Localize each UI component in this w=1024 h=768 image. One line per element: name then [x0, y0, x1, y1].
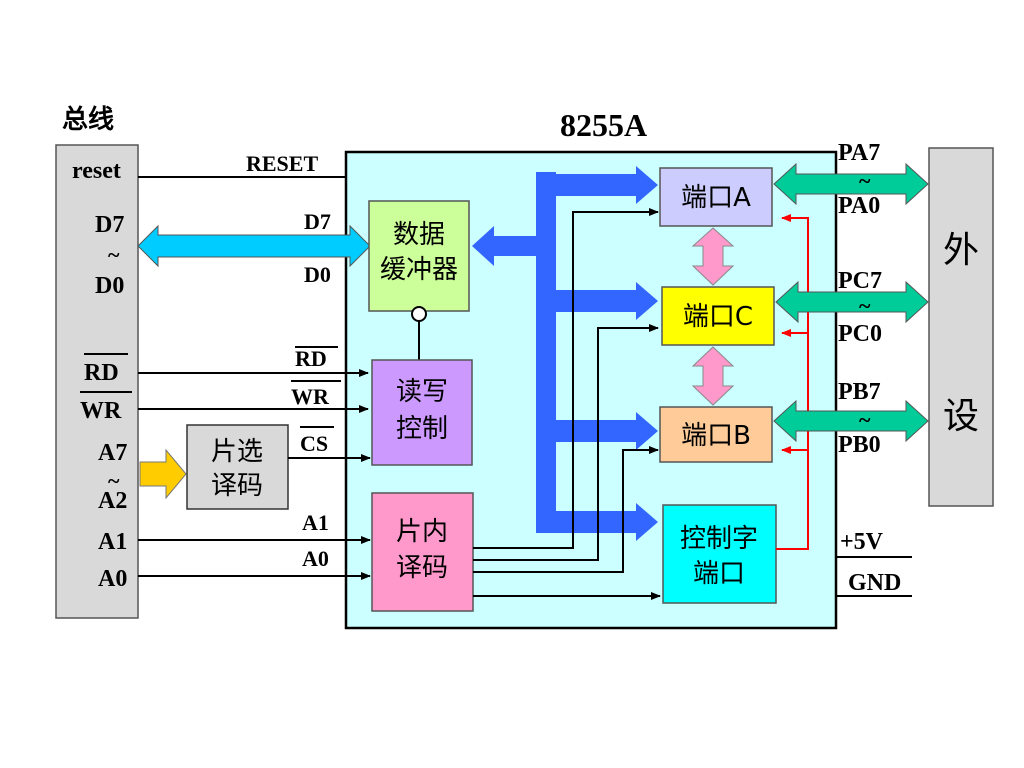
chip-select-label-2: 译码 [211, 471, 263, 501]
gnd-label: GND [848, 570, 901, 596]
bus-title: 总线 [62, 105, 114, 135]
bus-to-port-c-arrow [556, 282, 658, 320]
port-a-peripheral-arrow [773, 162, 929, 206]
reset-label: reset [72, 158, 121, 184]
cs-pin-label: CS [300, 431, 328, 456]
peripheral-panel [928, 147, 994, 507]
control-word-label-1: 控制字 [680, 524, 758, 554]
chip-select-label-1: 片选 [211, 437, 263, 467]
rd-pin-label: RD [295, 346, 327, 371]
a7-bus-label: A7 [98, 440, 127, 466]
chip-select-decoder [186, 424, 289, 510]
port-b-block [659, 406, 773, 463]
internal-decoder-label-1: 片内 [396, 517, 448, 547]
a1-pin-label: A1 [302, 510, 329, 535]
a-range-tilde: ~ [108, 468, 120, 493]
pa-tilde: ~ [859, 168, 871, 193]
pb-tilde: ~ [859, 407, 871, 432]
d7-bus-label: D7 [95, 212, 124, 238]
d0-pin-label: D0 [304, 262, 331, 287]
rw-control-block [371, 359, 473, 466]
pc7-label: PC7 [838, 268, 882, 294]
pa7-label: PA7 [838, 140, 880, 166]
address-high-arrow [139, 448, 187, 500]
enable-bubble [411, 306, 427, 322]
ctrl-line-port-a [473, 208, 659, 549]
port-a-block [659, 167, 773, 227]
peripheral-label-2: 设 [943, 396, 979, 437]
pa0-label: PA0 [838, 193, 880, 219]
control-word-label-2: 端口 [693, 559, 745, 589]
data-bus-arrow [137, 224, 371, 268]
rw-control-label-1: 读写 [396, 377, 448, 407]
data-buffer-label-2: 缓冲器 [380, 255, 458, 285]
rd-bus-label: RD [84, 360, 119, 386]
bus-to-port-b-arrow [556, 412, 658, 450]
port-c-block [661, 286, 775, 346]
chip-title: 8255A [560, 107, 647, 143]
a1-bus-label: A1 [98, 529, 127, 555]
pb0-label: PB0 [838, 432, 881, 458]
bus-to-port-a-arrow [556, 166, 658, 204]
port-b-peripheral-arrow [773, 399, 929, 443]
a2-bus-label: A2 [98, 488, 127, 514]
port-a-label: 端口A [681, 183, 751, 213]
port-c-b-link-arrow [691, 346, 735, 406]
internal-bus-bar [536, 172, 556, 533]
d0-bus-label: D0 [95, 273, 124, 299]
port-b-label: 端口B [681, 421, 751, 451]
port-a-c-link-arrow [691, 227, 735, 286]
d-range-tilde: ~ [108, 242, 120, 267]
reset-pin-label: RESET [246, 151, 318, 176]
a0-bus-label: A0 [98, 566, 127, 592]
ctrl-line-port-c [473, 324, 659, 561]
port-c-peripheral-arrow [775, 280, 929, 324]
vcc-label: +5V [840, 529, 884, 555]
wr-bus-label: WR [80, 398, 122, 424]
data-buffer-label-1: 数据 [393, 220, 445, 250]
wr-pin-label: WR [291, 384, 330, 409]
control-feedback-port-a [776, 214, 809, 550]
rw-control-label-2: 控制 [396, 414, 448, 444]
internal-decoder-block [371, 492, 474, 612]
internal-decoder-label-2: 译码 [396, 553, 448, 583]
ctrl-line-port-b [473, 446, 659, 573]
bus-to-control-word-arrow [556, 503, 658, 541]
a0-pin-label: A0 [302, 546, 329, 571]
control-word-block [662, 504, 777, 604]
peripheral-label-1: 外 [943, 230, 979, 271]
system-bus-panel [55, 144, 139, 619]
port-c-label: 端口C [683, 302, 753, 332]
pc0-label: PC0 [838, 321, 882, 347]
bus-to-buffer-arrow [472, 226, 536, 266]
d7-pin-label: D7 [304, 209, 331, 234]
pb7-label: PB7 [838, 379, 881, 405]
data-buffer-block [368, 200, 470, 312]
pc-tilde: ~ [859, 293, 871, 318]
